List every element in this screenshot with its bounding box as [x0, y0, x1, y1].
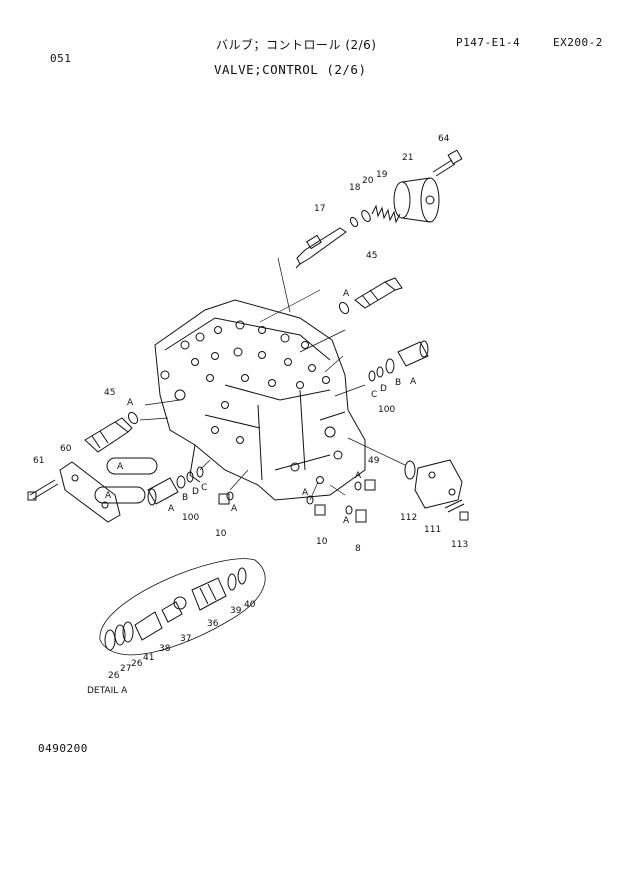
callout-112: 112 — [400, 513, 417, 523]
callout-60: 60 — [60, 444, 72, 454]
callout-113: 113 — [451, 540, 468, 550]
callout-38: 38 — [159, 644, 171, 654]
letter-a-capsule-2: A — [105, 491, 112, 501]
title-english: VALVE;CONTROL (2/6) — [214, 62, 367, 77]
plug-assembly-left — [147, 466, 204, 506]
bolt-64 — [432, 149, 463, 177]
callout-45-upper: 45 — [366, 251, 377, 261]
letter-c-right: C — [371, 390, 377, 400]
cover-111 — [414, 459, 463, 509]
document-reference: P147-E1-4 — [456, 36, 521, 49]
leader-lines — [139, 257, 406, 501]
ring-18 — [349, 216, 359, 228]
letter-a-right: A — [410, 377, 417, 387]
callout-26-left: 26 — [108, 671, 120, 681]
o-ring-112 — [404, 460, 416, 480]
cap-21 — [393, 177, 440, 223]
callout-49: 49 — [368, 456, 380, 466]
o-ring-20 — [361, 210, 371, 222]
letter-a-capsule-1: A — [117, 462, 124, 472]
callout-100-right: 100 — [378, 405, 395, 415]
callout-10-left: 10 — [215, 529, 227, 539]
callout-45-left: 45 — [104, 388, 115, 398]
letter-a-8: A — [343, 516, 350, 526]
spring-19 — [371, 204, 401, 224]
callout-39: 39 — [230, 606, 242, 616]
letter-a-left: A — [127, 398, 134, 408]
callout-61: 61 — [33, 456, 44, 466]
relief-valve-45-left — [84, 411, 139, 453]
letter-a-49: A — [355, 471, 362, 481]
letter-d-right: D — [380, 384, 387, 394]
page-code: 051 — [50, 52, 72, 65]
cover-plate-60 — [59, 461, 121, 523]
drawing-number: 0490200 — [38, 742, 88, 755]
relief-valve-45-upper — [338, 277, 403, 315]
title-japanese: バルブ；コントロール (2/6) — [216, 38, 377, 52]
machine-model: EX200-2 — [553, 36, 603, 49]
small-plugs — [218, 479, 376, 523]
letter-b-right: B — [395, 378, 401, 388]
callout-19: 19 — [376, 170, 388, 180]
detail-a-capsules — [94, 457, 158, 504]
letter-b-left: B — [182, 493, 188, 503]
callout-21: 21 — [402, 153, 413, 163]
callout-41: 41 — [143, 653, 154, 663]
spool-17 — [295, 227, 347, 269]
letter-a-left-lower: A — [168, 504, 175, 514]
callout-20: 20 — [362, 176, 374, 186]
bolt-61 — [27, 479, 59, 501]
bolt-113 — [444, 499, 469, 521]
callout-10-right: 10 — [316, 537, 328, 547]
letter-a-plug: A — [231, 504, 238, 514]
callout-111: 111 — [424, 525, 441, 535]
callout-100-left: 100 — [182, 513, 199, 523]
callout-8: 8 — [355, 544, 361, 554]
callout-26-right: 26 — [131, 659, 143, 669]
detail-a-assembly — [99, 558, 266, 656]
callout-18: 18 — [349, 183, 361, 193]
callout-36: 36 — [207, 619, 219, 629]
plug-assembly-right — [368, 340, 429, 382]
detail-a-caption: DETAIL A — [87, 686, 128, 696]
letter-a-upper: A — [343, 289, 350, 299]
callout-27: 27 — [120, 664, 131, 674]
valve-body-ports — [160, 320, 343, 484]
letter-a-10: A — [302, 488, 309, 498]
callout-64: 64 — [438, 134, 450, 144]
letter-c-left: C — [201, 483, 207, 493]
callout-37: 37 — [180, 634, 191, 644]
callout-17: 17 — [314, 204, 325, 214]
letter-d-left: D — [192, 487, 199, 497]
callout-40: 40 — [244, 600, 256, 610]
